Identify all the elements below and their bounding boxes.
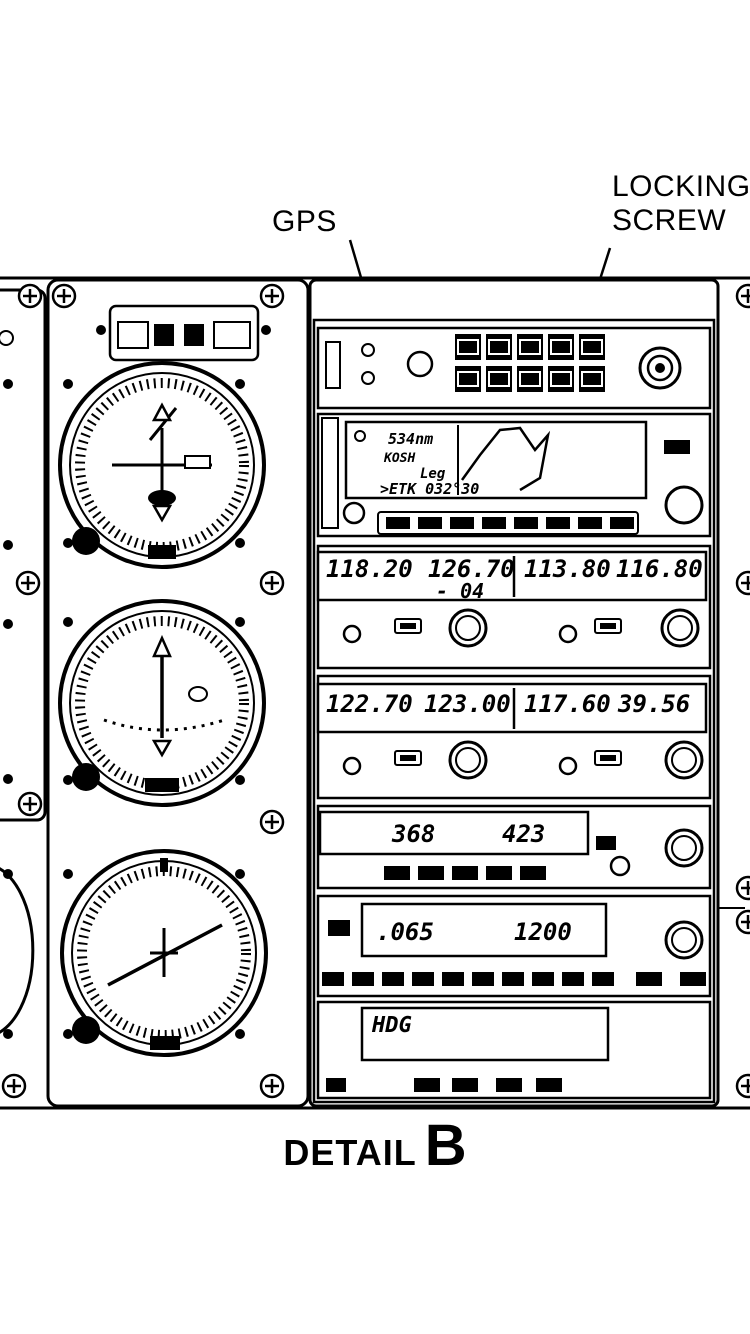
transponder: .065 1200 — [316, 894, 712, 998]
audio-panel — [316, 326, 712, 410]
gps-unit: 534nm KOSH Leg >ETK 032°30 — [316, 412, 712, 538]
com-nav-radio-1: 118.20 126.70 - 04 113.80 116.80 — [316, 544, 712, 670]
screw-r1 — [735, 283, 750, 309]
screw-c3 — [259, 570, 285, 596]
nav1-standby-freq: 116.80 — [616, 555, 703, 583]
adf-active-freq: 368 — [391, 820, 435, 848]
com2-standby-freq: 123.00 — [424, 690, 511, 718]
screw-c4 — [259, 809, 285, 835]
com1-channel: - 04 — [436, 579, 484, 603]
screw-left-low — [17, 791, 43, 817]
nav1-active-freq: 113.80 — [524, 555, 611, 583]
detail-caption-word: DETAIL — [283, 1132, 417, 1173]
adf-gauge — [58, 599, 266, 807]
adf-standby-freq: 423 — [502, 820, 545, 848]
gps-line-2: KOSH — [383, 451, 415, 466]
hsi-gauge — [58, 361, 266, 569]
screw-c2 — [259, 283, 285, 309]
com-nav-radio-2: 122.70 123.00 117.60 39.56 — [316, 674, 712, 800]
screw-r3 — [735, 875, 750, 901]
screw-r2 — [735, 570, 750, 596]
screw-c1 — [51, 283, 77, 309]
autopilot: HDG — [316, 1000, 712, 1100]
screw-c5 — [259, 1073, 285, 1099]
annunciator-panel — [96, 304, 271, 362]
gps-line-1: 534nm — [388, 430, 433, 448]
locking-label-line2: SCREW — [612, 204, 727, 237]
com2-active-freq: 122.70 — [326, 690, 413, 718]
screw-left-bottom — [1, 1073, 27, 1099]
adf-radio: 368 423 — [316, 804, 712, 890]
gps-line-4: >ETK 032°30 — [380, 480, 479, 498]
transponder-left: .065 — [376, 918, 434, 946]
screw-left-top — [17, 283, 43, 309]
left-subpanel — [0, 288, 47, 822]
transponder-code: 1200 — [514, 918, 572, 946]
nav2-active-freq: 117.60 — [524, 690, 611, 718]
nav2-standby-freq: 39.56 — [617, 690, 690, 718]
autopilot-mode: HDG — [371, 1013, 412, 1038]
com1-standby-freq: 126.70 — [428, 555, 515, 583]
screw-r5 — [735, 1073, 750, 1099]
gps-callout-label: GPS — [272, 205, 337, 238]
gps-line-3: Leg — [420, 466, 446, 482]
screw-r4 — [735, 909, 750, 935]
locking-label-line1: LOCKING — [612, 170, 750, 203]
detail-caption-letter: B — [424, 1113, 467, 1178]
com1-active-freq: 118.20 — [326, 555, 413, 583]
clock-gauge — [60, 849, 268, 1057]
screw-left-mid — [15, 570, 41, 596]
